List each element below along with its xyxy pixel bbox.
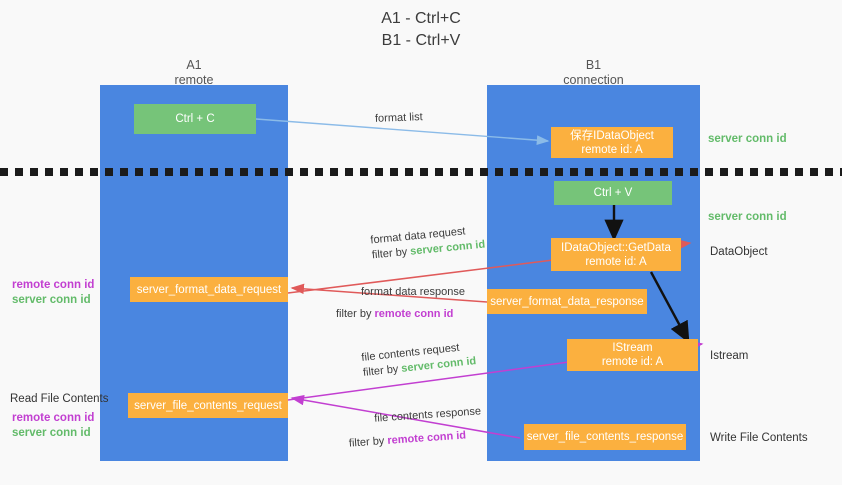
node-server-format-data-request-label: server_format_data_request (136, 283, 282, 296)
node-idataobject-getdata-sublabel: remote id: A (585, 255, 647, 268)
node-ctrl-v[interactable]: Ctrl + V (554, 181, 672, 205)
node-server-file-contents-response-label: server_file_contents_response (526, 431, 684, 443)
node-ctrl-v-label: Ctrl + V (593, 187, 633, 199)
annotation-dataobject: DataObject (710, 246, 768, 258)
edge-label-file-contents-response: file contents response filter by remote … (349, 404, 483, 449)
edge-label-format-list-text: format list (374, 111, 423, 125)
annotation-write-file-contents: Write File Contents (710, 432, 808, 444)
annotation-read-file-contents: Read File Contents (10, 393, 109, 405)
edge-label-format-data-request: format data request filter by server con… (370, 223, 486, 264)
node-store-idataobject[interactable]: 保存IDataObject remote id: A (551, 127, 673, 158)
node-ctrl-c[interactable]: Ctrl + C (134, 104, 256, 134)
annotation-server-conn-id-left-mid: server conn id (12, 294, 91, 306)
node-store-idataobject-sublabel: remote id: A (581, 143, 643, 156)
edge-label-file-contents-response-text: file contents response (373, 405, 482, 425)
node-server-file-contents-request-label: server_file_contents_request (134, 399, 282, 412)
annotation-istream: Istream (710, 350, 749, 362)
column-header-b1: B1 connection (487, 58, 700, 88)
node-server-file-contents-request[interactable]: server_file_contents_request (128, 393, 288, 418)
node-server-format-data-request[interactable]: server_format_data_request (130, 277, 288, 302)
node-idataobject-getdata[interactable]: IDataObject::GetData remote id: A (551, 238, 681, 271)
column-b1-title: B1 (585, 58, 602, 72)
filter-prefix: filter by (348, 434, 388, 450)
node-server-format-data-response-label: server_format_data_response (490, 295, 644, 308)
annotation-server-conn-id-left-bottom: server conn id (12, 427, 91, 439)
edge-label-file-contents-response-filter: filter by remote conn id (348, 427, 483, 451)
annotation-server-conn-id-mid: server conn id (708, 211, 787, 223)
column-b1-subtitle: connection (563, 73, 624, 87)
node-ctrl-c-label: Ctrl + C (175, 113, 215, 125)
node-istream-sublabel: remote id: A (601, 356, 664, 368)
annotation-server-conn-id-top: server conn id (708, 133, 787, 145)
edge-label-format-data-response-filter: filter by remote conn id (336, 307, 465, 322)
filter-term-remote-conn-id: remote conn id (386, 429, 467, 447)
edge-label-format-list: format list (375, 110, 423, 127)
title-line-2: B1 - Ctrl+V (381, 32, 461, 49)
column-a1-title: A1 (186, 58, 202, 72)
filter-term-remote-conn-id: remote conn id (374, 308, 454, 320)
title-line-1: A1 - Ctrl+C (381, 10, 461, 27)
edge-label-file-contents-request: file contents request filter by server c… (361, 339, 477, 381)
annotation-remote-conn-id-mid: remote conn id (12, 279, 95, 291)
phase-divider-dashed-line (0, 168, 842, 176)
diagram-title: A1 - Ctrl+C B1 - Ctrl+V (0, 8, 842, 52)
edge-label-format-data-response-text: format data response (361, 286, 465, 298)
column-header-a1: A1 remote (100, 58, 288, 88)
filter-prefix: filter by (362, 362, 402, 379)
filter-prefix: filter by (371, 245, 411, 262)
node-server-file-contents-response[interactable]: server_file_contents_response (524, 424, 686, 450)
node-istream-label: IStream (612, 342, 653, 354)
column-a1-subtitle: remote (174, 73, 214, 87)
node-server-format-data-response[interactable]: server_format_data_response (487, 289, 647, 314)
node-istream[interactable]: IStream remote id: A (567, 339, 698, 371)
node-idataobject-getdata-label: IDataObject::GetData (561, 241, 671, 254)
annotation-remote-conn-id-bottom: remote conn id (12, 412, 95, 424)
node-store-idataobject-label: 保存IDataObject (570, 129, 654, 142)
edge-label-format-data-response: format data response filter by remote co… (336, 285, 465, 322)
filter-prefix: filter by (336, 308, 375, 320)
